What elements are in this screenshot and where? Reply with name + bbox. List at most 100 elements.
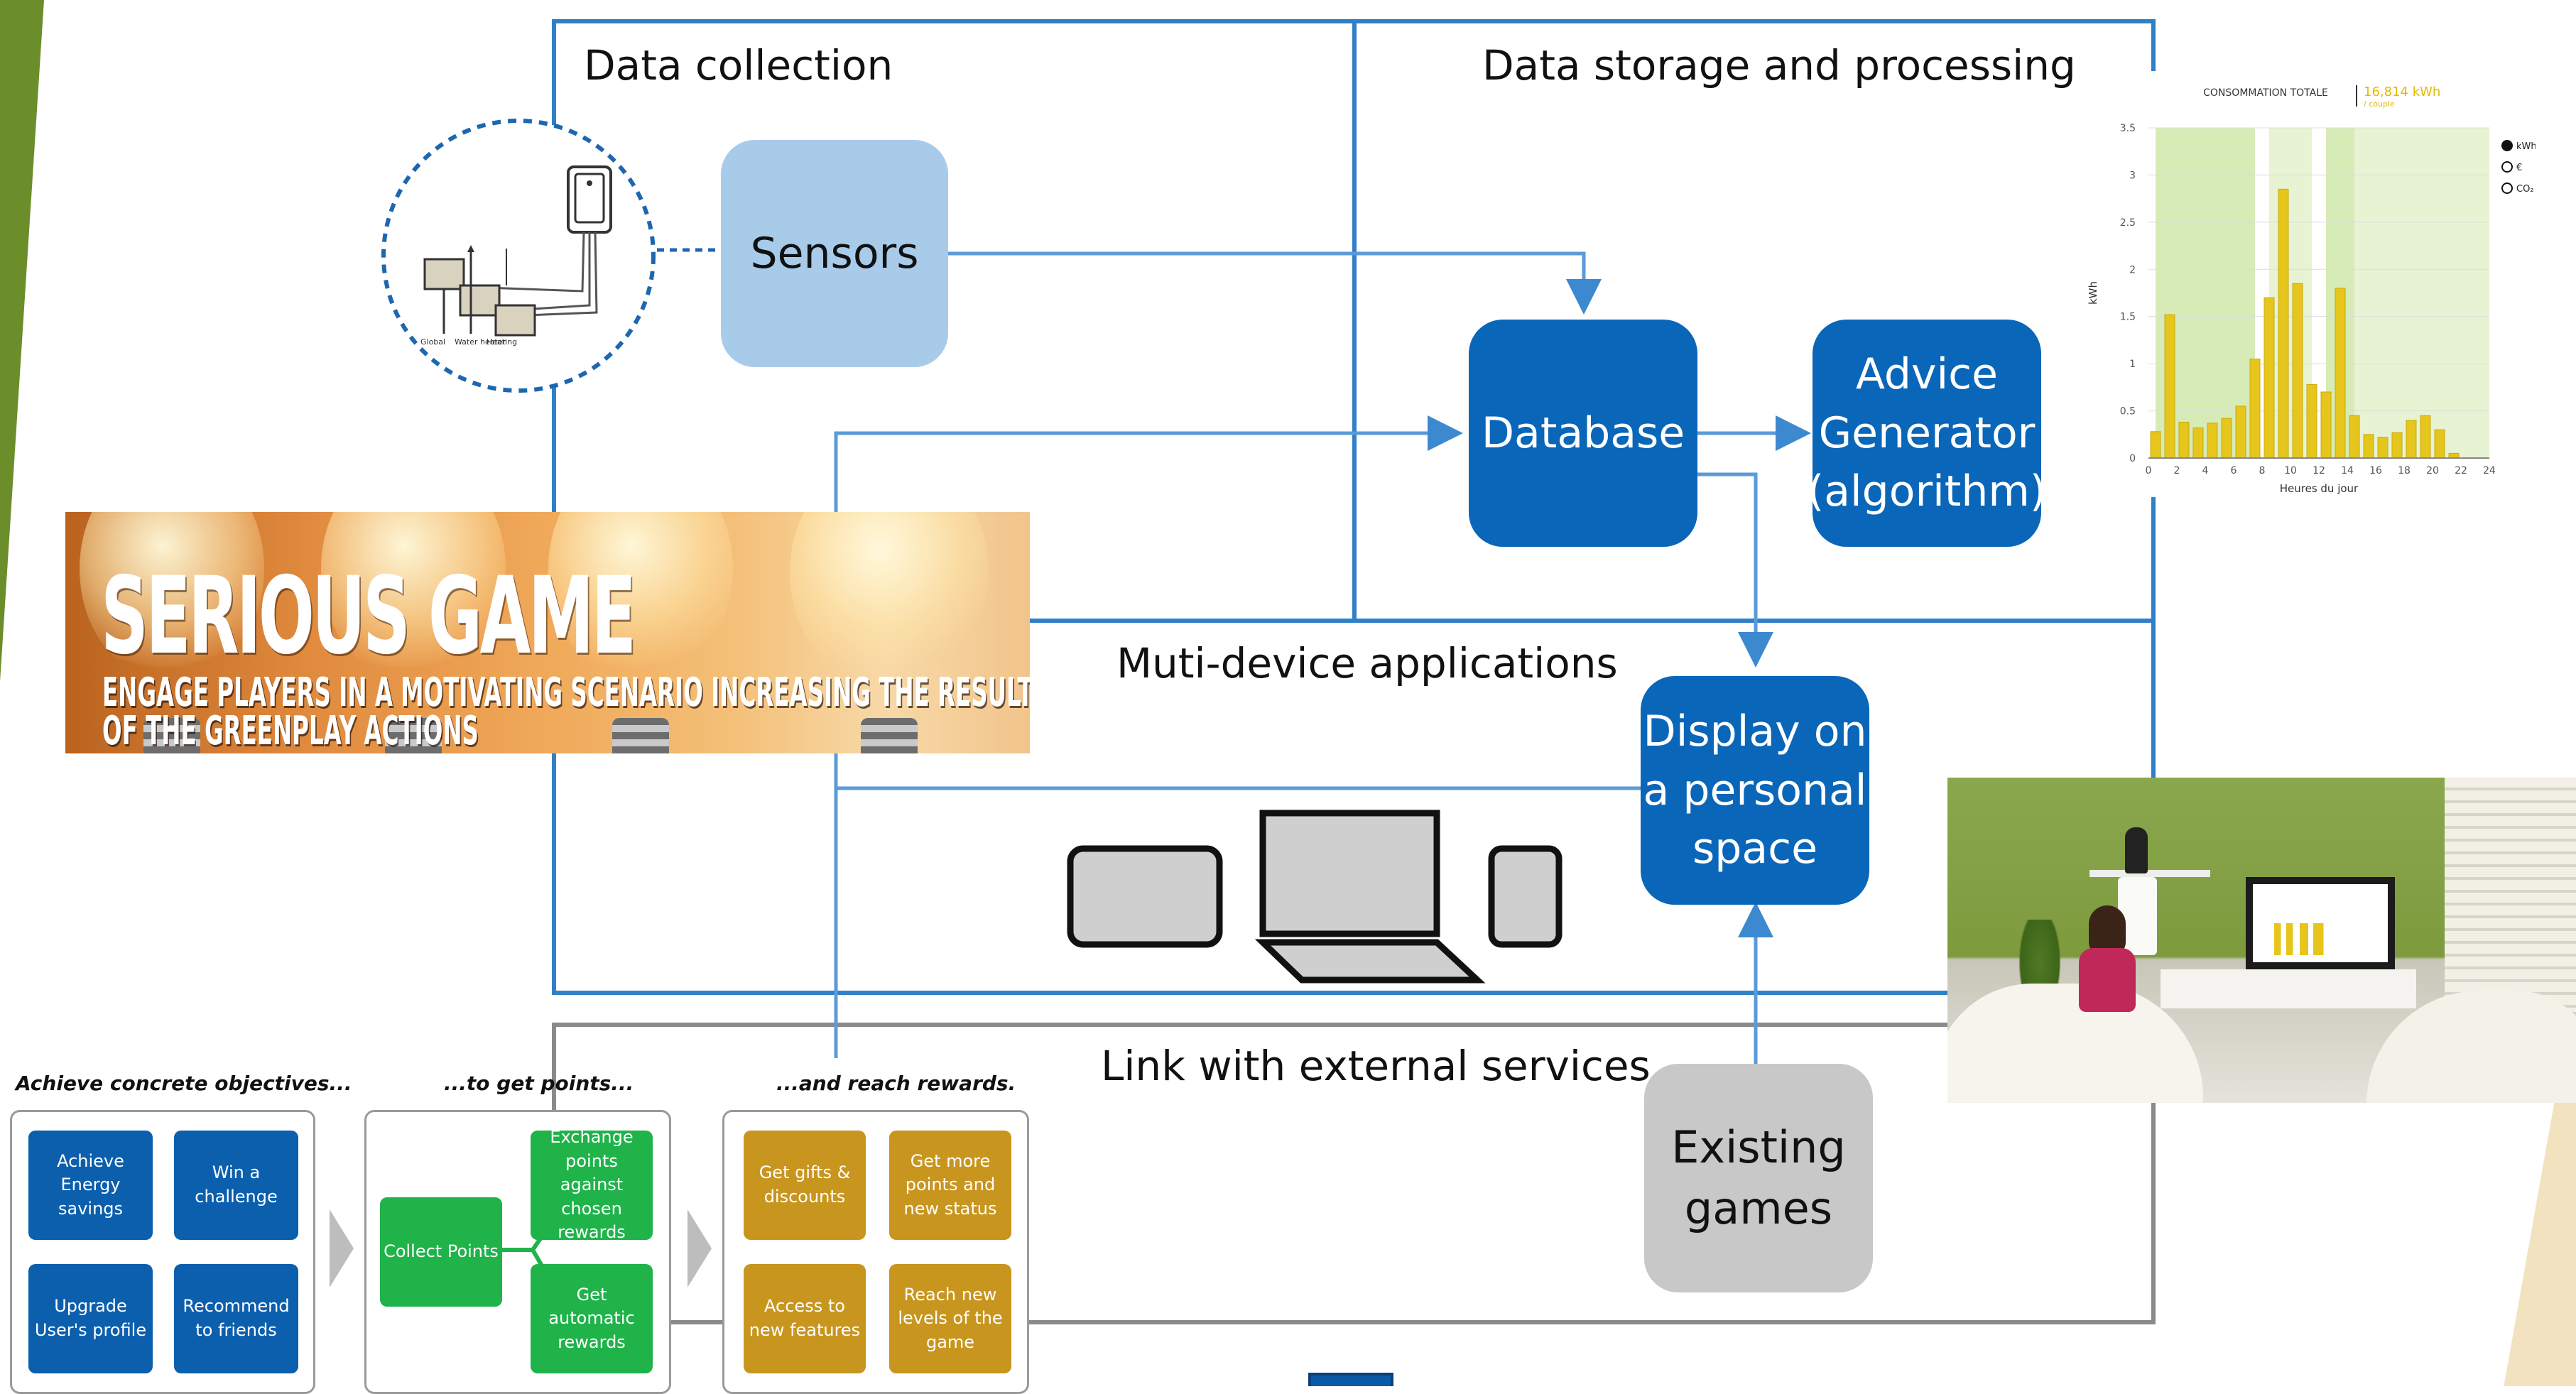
slide-number-box bbox=[1308, 1373, 1393, 1386]
bulb-socket bbox=[385, 718, 442, 753]
tablet-icon bbox=[1067, 845, 1223, 948]
section-title-data-storage: Data storage and processing bbox=[1482, 41, 2076, 89]
y-tick-label: 0 bbox=[2129, 453, 2136, 464]
existing-line-2: games bbox=[1684, 1182, 1833, 1234]
reward-label: Reach new levels of the game bbox=[898, 1284, 1003, 1352]
legend-radio-icon bbox=[2501, 183, 2513, 194]
y-tick-label: 3.5 bbox=[2120, 123, 2136, 134]
advice-line-3: (algorithm) bbox=[1807, 467, 2047, 517]
rewards-title: ...and reach rewards. bbox=[776, 1072, 1016, 1095]
y-tick-label: 0.5 bbox=[2120, 406, 2136, 418]
points-label: Get automatic rewards bbox=[548, 1284, 635, 1352]
laptop-icon bbox=[1254, 810, 1486, 984]
legend-label: CO₂ bbox=[2516, 184, 2534, 195]
x-tick-label: 10 bbox=[2284, 465, 2297, 477]
legend-radio-icon bbox=[2501, 161, 2513, 173]
chart-bar bbox=[2221, 418, 2232, 459]
points-tile: Exchange points against chosen rewards bbox=[531, 1127, 653, 1242]
x-tick-label: 8 bbox=[2259, 465, 2266, 477]
sensor-label-water-heater: Water heater bbox=[455, 337, 506, 347]
chart-bar bbox=[2249, 359, 2261, 459]
room-tv-stand bbox=[2161, 969, 2416, 1008]
advice-line-1: Advice bbox=[1855, 349, 1999, 399]
x-tick-label: 0 bbox=[2146, 465, 2152, 477]
advice-generator-node: Advice Generator (algorithm) bbox=[1808, 320, 2046, 547]
display-line-1: Display on bbox=[1643, 706, 1867, 756]
sensor-label-heating: Heating bbox=[487, 337, 517, 347]
chart-bar bbox=[2335, 288, 2346, 459]
x-axis-label: Heures du jour bbox=[2280, 482, 2359, 495]
chart-bar bbox=[2320, 391, 2332, 459]
objective-tile: Upgrade User's profile bbox=[28, 1264, 153, 1373]
room-wall-shelf bbox=[2089, 870, 2210, 877]
objective-label: Recommend to friends bbox=[183, 1296, 290, 1340]
reward-label: Access to new features bbox=[749, 1296, 861, 1340]
chevron-right-icon bbox=[688, 1209, 712, 1287]
cat-figurine-icon bbox=[2125, 827, 2148, 873]
sensors-node: Sensors bbox=[721, 140, 948, 367]
chart-bar bbox=[2192, 427, 2204, 459]
chart-bar bbox=[2292, 283, 2303, 459]
chart-band bbox=[2354, 128, 2489, 458]
reward-label: Get more points and new status bbox=[903, 1150, 997, 1219]
database-node: Database bbox=[1469, 320, 1697, 547]
legend-label: € bbox=[2516, 163, 2522, 173]
x-tick-label: 14 bbox=[2341, 465, 2354, 477]
woman-hair bbox=[2089, 905, 2126, 955]
woman-figure bbox=[2079, 905, 2136, 1019]
bulb-socket bbox=[612, 718, 669, 753]
points-title: ...to get points... bbox=[444, 1072, 634, 1095]
chevron-right-icon bbox=[330, 1209, 354, 1287]
sensor-illustration: Global Water heater Heating bbox=[381, 119, 656, 393]
y-tick-label: 3 bbox=[2129, 170, 2136, 181]
chart-bar bbox=[2391, 432, 2403, 459]
legend-label: kWh bbox=[2516, 141, 2536, 152]
x-tick-label: 16 bbox=[2369, 465, 2382, 477]
x-tick-label: 20 bbox=[2426, 465, 2439, 477]
objective-label: Win a challenge bbox=[195, 1162, 278, 1207]
room-window bbox=[2445, 778, 2576, 1012]
chart-bar bbox=[2306, 383, 2317, 459]
bulb-socket bbox=[143, 718, 200, 753]
legend-radio-icon bbox=[2501, 140, 2513, 151]
chart-bar bbox=[2434, 429, 2445, 459]
chart-header-value: 16,814 kWh bbox=[2364, 85, 2440, 99]
existing-games-node: Existing games bbox=[1644, 1064, 1873, 1292]
chart-header-label: CONSOMMATION TOTALE bbox=[2203, 87, 2328, 99]
x-tick-label: 6 bbox=[2231, 465, 2237, 477]
collect-points-tile: Collect Points bbox=[380, 1197, 502, 1307]
x-tick-label: 12 bbox=[2313, 465, 2325, 477]
sensors-node-label: Sensors bbox=[750, 228, 919, 278]
chart-band bbox=[2269, 128, 2312, 458]
section-title-external-services: Link with external services bbox=[1101, 1042, 1651, 1090]
objective-label: Upgrade User's profile bbox=[34, 1296, 147, 1340]
chart-bar bbox=[2207, 423, 2218, 459]
chart-bar bbox=[2263, 297, 2275, 459]
sensor-labels: Global Water heater Heating bbox=[420, 337, 517, 347]
living-room-photo bbox=[1947, 778, 2576, 1103]
tv-mini-chart bbox=[2274, 923, 2359, 955]
chart-bar bbox=[2178, 422, 2190, 459]
phone-icon bbox=[1488, 845, 1563, 948]
tv-screen bbox=[2246, 877, 2395, 969]
objective-label: Achieve Energy savings bbox=[57, 1150, 124, 1219]
collect-points-label: Collect Points bbox=[384, 1241, 499, 1262]
bulb-icon bbox=[790, 512, 989, 690]
display-personal-space-node: Display on a personal space bbox=[1641, 676, 1869, 905]
reward-label: Get gifts & discounts bbox=[759, 1162, 851, 1207]
advice-line-2: Generator bbox=[1818, 408, 2036, 458]
reward-tile: Access to new features bbox=[744, 1264, 866, 1373]
objective-tile: Win a challenge bbox=[174, 1131, 298, 1240]
devices-illustration bbox=[1067, 810, 1563, 984]
existing-line-1: Existing bbox=[1671, 1121, 1846, 1174]
y-tick-label: 2 bbox=[2129, 264, 2136, 276]
sensor-label-global: Global bbox=[420, 337, 445, 347]
woman-top bbox=[2079, 948, 2136, 1012]
points-label: Exchange points against chosen rewards bbox=[550, 1127, 634, 1243]
chart-bar bbox=[2150, 431, 2161, 459]
chart-bar bbox=[2406, 420, 2417, 459]
serious-game-banner: SERIOUS GAME ENGAGE PLAYERS IN A MOTIVAT… bbox=[65, 512, 1030, 753]
bulb-socket bbox=[861, 718, 918, 753]
points-tile: Get automatic rewards bbox=[531, 1264, 653, 1373]
